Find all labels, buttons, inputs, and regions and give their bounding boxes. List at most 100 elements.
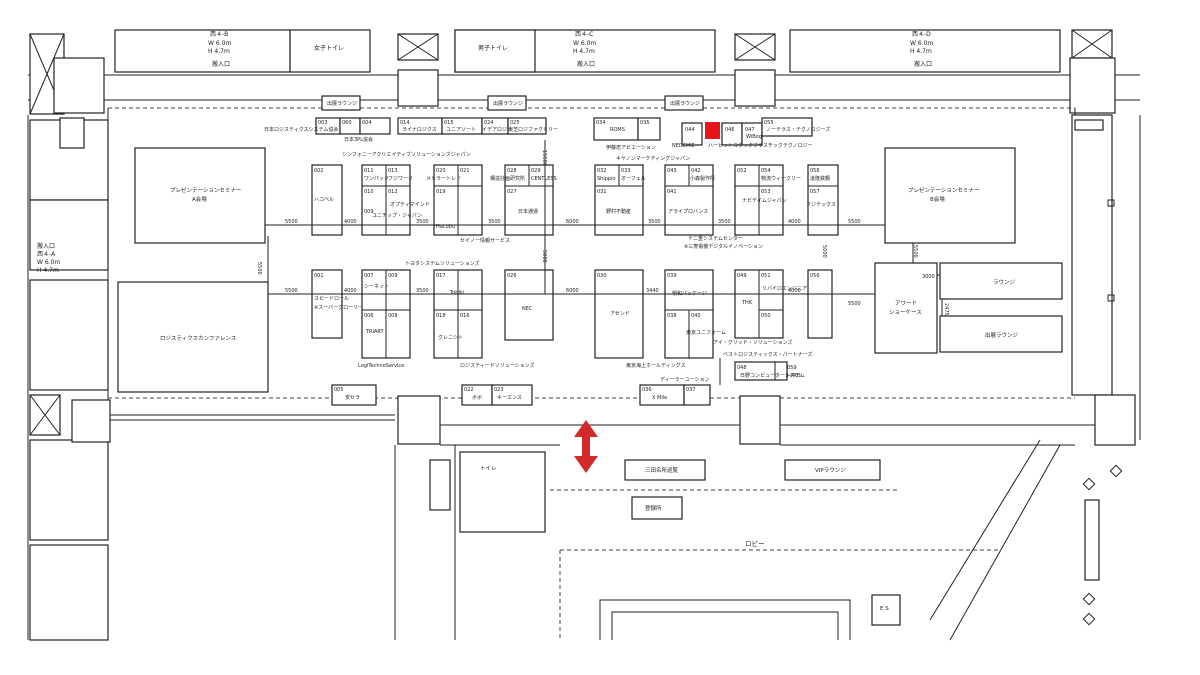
seminar-b: プレゼンテーションセミナー B会場 — [884, 147, 1016, 244]
svg-text:ROMS: ROMS — [610, 127, 625, 133]
svg-text:015: 015 — [444, 120, 454, 126]
top-wall — [28, 29, 1140, 101]
svg-text:アセンド: アセンド — [610, 311, 630, 317]
svg-text:3500: 3500 — [416, 288, 429, 294]
svg-text:ラウンジ: ラウンジ — [993, 278, 1016, 286]
svg-text:搬入口: 搬入口 — [37, 242, 55, 250]
svg-text:物流ウィークリー: 物流ウィークリー — [761, 175, 801, 182]
svg-text:026: 026 — [507, 273, 517, 279]
svg-text:ロジスティードソリューションズ: ロジスティードソリューションズ — [460, 362, 535, 369]
top-lounges: 出展ラウンジ 出展ラウンジ 出展ラウンジ — [321, 95, 704, 111]
svg-text:野村不動産: 野村不動産 — [606, 208, 631, 215]
right-side — [1071, 114, 1136, 446]
svg-text:A会場: A会場 — [192, 195, 207, 203]
svg-text:022: 022 — [464, 387, 474, 393]
svg-text:051: 051 — [761, 273, 771, 279]
svg-text:15500: 15500 — [541, 150, 547, 166]
svg-text:4000: 4000 — [344, 288, 357, 294]
svg-text:シンフォニーアクリエイティブソリューションズジャパン: シンフォニーアクリエイティブソリューションズジャパン — [342, 151, 471, 158]
hall-west4b: 西４-B W 6.0m H 4.7m 搬入口 — [208, 31, 231, 68]
svg-text:東芝ロジファクトリー: 東芝ロジファクトリー — [508, 126, 558, 133]
svg-text:ユニチップ・ジャパン: ユニチップ・ジャパン — [372, 213, 422, 219]
svg-text:※スーパーグローリー: ※スーパーグローリー — [314, 304, 363, 311]
svg-text:オプティマインド: オプティマインド — [390, 202, 430, 208]
svg-text:012: 012 — [388, 189, 398, 195]
svg-text:3000: 3000 — [922, 274, 935, 280]
svg-text:ライナロジクス: ライナロジクス — [402, 127, 437, 133]
svg-text:017: 017 — [436, 273, 446, 279]
svg-text:3500: 3500 — [718, 219, 731, 225]
svg-text:東京海上ホールディングス: 東京海上ホールディングス — [626, 362, 686, 369]
svg-text:013: 013 — [388, 168, 398, 174]
svg-text:コダックブラスチックテクノロジー: コダックブラスチックテクノロジー — [733, 142, 813, 149]
hall-west4d: 西４-D W 6.0m H 4.7m 搬入口 — [910, 31, 933, 68]
svg-text:037: 037 — [686, 387, 696, 393]
svg-text:ワンパック: ワンパック — [364, 176, 389, 182]
svg-text:プレゼンテーションセミナー: プレゼンテーションセミナー — [908, 186, 979, 194]
svg-text:ベストロジスティックス・パートナーズ: ベストロジスティックス・パートナーズ — [723, 351, 812, 358]
svg-text:グレニシト: グレニシト — [438, 334, 463, 341]
svg-text:033: 033 — [621, 168, 631, 174]
svg-text:2475: 2475 — [943, 303, 949, 316]
svg-text:052: 052 — [737, 168, 747, 174]
svg-text:023: 023 — [494, 387, 504, 393]
svg-text:009: 009 — [364, 209, 374, 215]
svg-text:039: 039 — [667, 273, 677, 279]
svg-text:W 6.0m: W 6.0m — [910, 40, 933, 47]
svg-text:059: 059 — [787, 365, 797, 371]
svg-text:WiBog: WiBog — [746, 134, 762, 140]
svg-text:キーエンス: キーエンス — [497, 395, 522, 401]
svg-text:NEC: NEC — [522, 306, 533, 312]
svg-text:東京ユニフォーム: 東京ユニフォーム — [686, 329, 726, 336]
svg-text:030: 030 — [597, 273, 607, 279]
svg-text:B会場: B会場 — [930, 195, 945, 203]
svg-text:3500: 3500 — [488, 219, 501, 225]
svg-text:NEDEMIE: NEDEMIE — [672, 143, 695, 149]
svg-text:021: 021 — [460, 168, 470, 174]
svg-text:058: 058 — [810, 168, 820, 174]
svg-text:035: 035 — [640, 120, 650, 126]
svg-text:5000: 5000 — [821, 245, 827, 258]
svg-text:出展ラウンジ: 出展ラウンジ — [985, 331, 1019, 339]
svg-text:014: 014 — [400, 120, 410, 126]
svg-text:トヨタシステムソリューションズ: トヨタシステムソリューションズ — [405, 260, 480, 267]
svg-text:イデアロジー: イデアロジー — [482, 126, 512, 133]
lower-corridor: トイレ 三田名所巡覧 VIPラウンジ 登録所 ロビー E S — [394, 395, 1100, 641]
svg-text:Tobiki: Tobiki — [449, 290, 464, 296]
svg-text:031: 031 — [597, 189, 607, 195]
svg-text:3440: 3440 — [646, 288, 659, 294]
svg-text:リバイロエンジニア: リバイロエンジニア — [762, 286, 807, 292]
svg-text:006: 006 — [364, 313, 374, 319]
svg-text:西４-A: 西４-A — [37, 251, 56, 258]
svg-text:044: 044 — [685, 127, 695, 133]
svg-text:002: 002 — [314, 168, 324, 174]
svg-text:THK: THK — [741, 300, 753, 306]
svg-text:ユニアソート: ユニアソート — [446, 127, 476, 133]
svg-text:W 6.0m: W 6.0m — [37, 259, 60, 266]
svg-text:ロビー: ロビー — [745, 539, 765, 548]
svg-text:テニ重システムセンター: テニ重システムセンター — [688, 235, 743, 242]
svg-text:3500: 3500 — [648, 219, 661, 225]
svg-text:H 4.7m: H 4.7m — [208, 48, 230, 55]
svg-text:048: 048 — [737, 365, 747, 371]
svg-text:047: 047 — [745, 127, 755, 133]
svg-text:搬入口: 搬入口 — [577, 60, 595, 68]
right-lounges: ラウンジ 出展ラウンジ — [939, 262, 1063, 353]
svg-text:H 4.7m: H 4.7m — [910, 48, 932, 55]
svg-text:X Mile: X Mile — [652, 395, 667, 401]
svg-text:安セラ: 安セラ — [345, 394, 360, 401]
dimension-lines: 5500 4000 3500 3500 6000 3500 3500 4000 … — [256, 140, 949, 385]
svg-text:5500: 5500 — [285, 219, 298, 225]
svg-text:004: 004 — [362, 120, 372, 126]
svg-text:スピードロール: スピードロール — [314, 296, 349, 302]
svg-text:028: 028 — [507, 168, 517, 174]
svg-text:LogiTechnoService: LogiTechnoService — [358, 363, 404, 369]
svg-text:西４-D: 西４-D — [912, 31, 931, 38]
svg-text:032: 032 — [597, 168, 607, 174]
logistics-conference: ロジスティクスカンファレンス — [117, 281, 269, 393]
svg-text:オーフェル: オーフェル — [621, 176, 646, 182]
svg-text:3500: 3500 — [416, 219, 429, 225]
svg-text:049: 049 — [737, 273, 747, 279]
left-side-rooms — [29, 117, 111, 641]
svg-text:ディーラーユーション: ディーラーユーション — [660, 376, 710, 383]
